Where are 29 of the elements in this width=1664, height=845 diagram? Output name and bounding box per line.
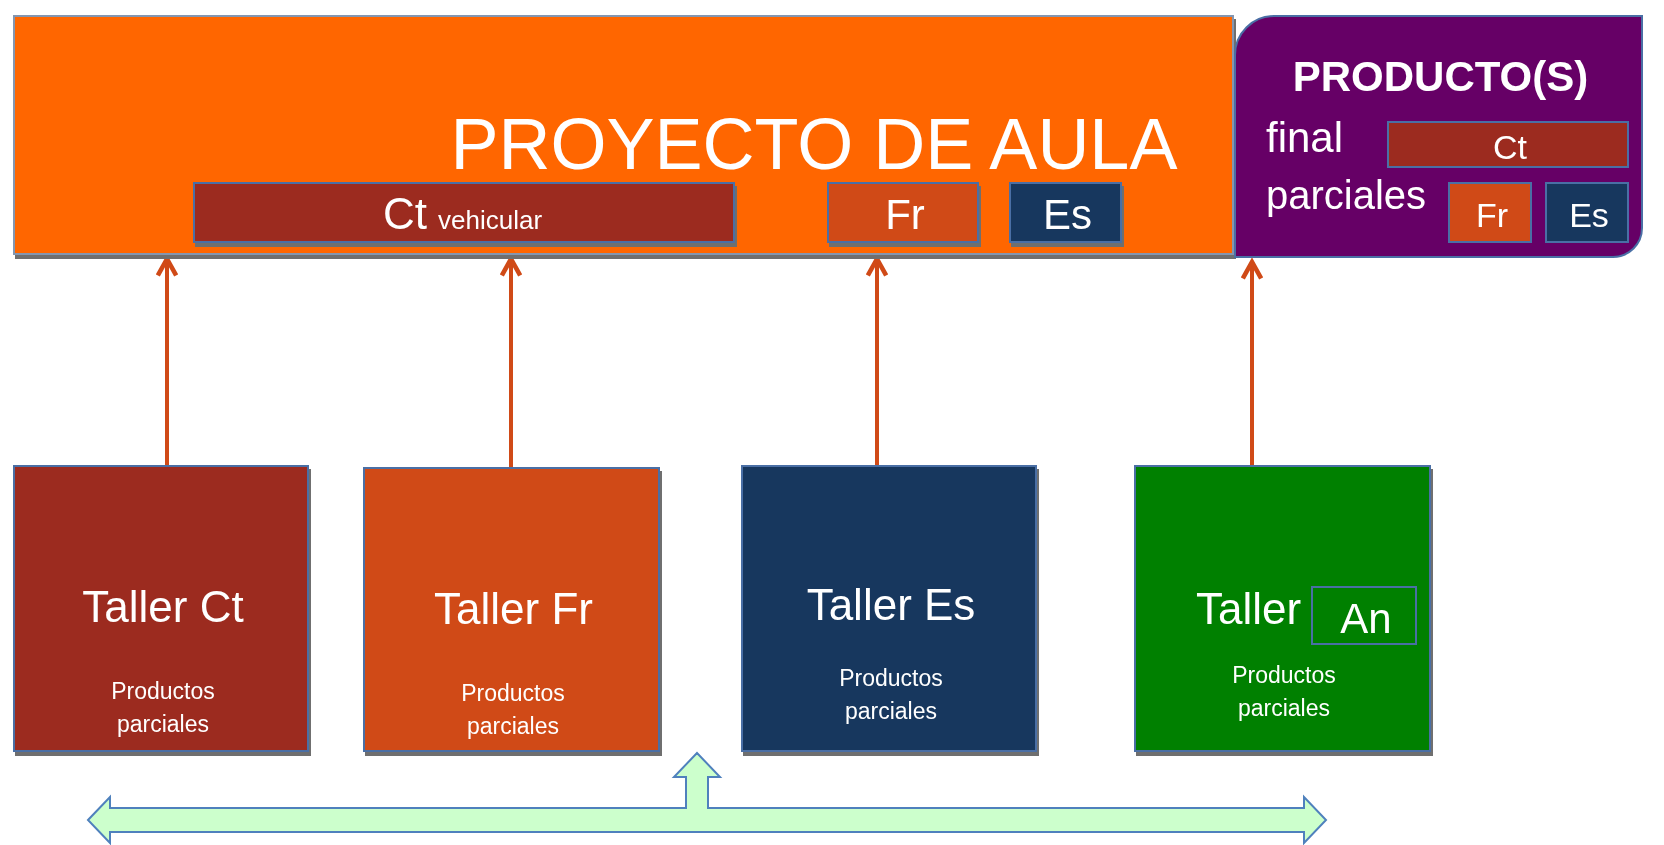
panel-label: final [1266,115,1344,162]
tag-label: Fr [1474,197,1510,235]
tag-label: Ct [1492,129,1528,167]
arrow [499,256,523,467]
tag-label: vehicular [438,206,543,235]
tag-label: Es [1568,197,1610,235]
panel-label: parciales [1266,173,1427,217]
arrow [1240,259,1264,465]
workshop-note: Productos parciales [460,679,566,742]
workshop-note: Productos parciales [1231,661,1337,724]
workshop-title: Taller Fr [433,585,594,634]
banner-title: PROYECTO DE AULA [449,105,1179,185]
panel-heading: PRODUCTO(S) [1291,54,1590,101]
products-panel [1234,15,1643,258]
tag-label: Fr [884,192,926,239]
workshop-title: Taller [1196,585,1302,634]
workshop-title: Taller Es [805,581,977,630]
subject-tag [1387,121,1629,168]
arrow [155,256,179,465]
tag-label: Ct [383,190,427,239]
tag-label: Es [1042,192,1093,239]
subject-tag [1545,182,1629,243]
subject-tag [1311,586,1417,645]
workshop-note: Productos parciales [838,664,944,727]
workshop-title: Taller Ct [81,583,245,632]
subject-tag [1448,182,1532,243]
arrow [865,256,889,465]
workshop-note: Productos parciales [110,677,216,740]
tag-label: An [1339,596,1393,643]
